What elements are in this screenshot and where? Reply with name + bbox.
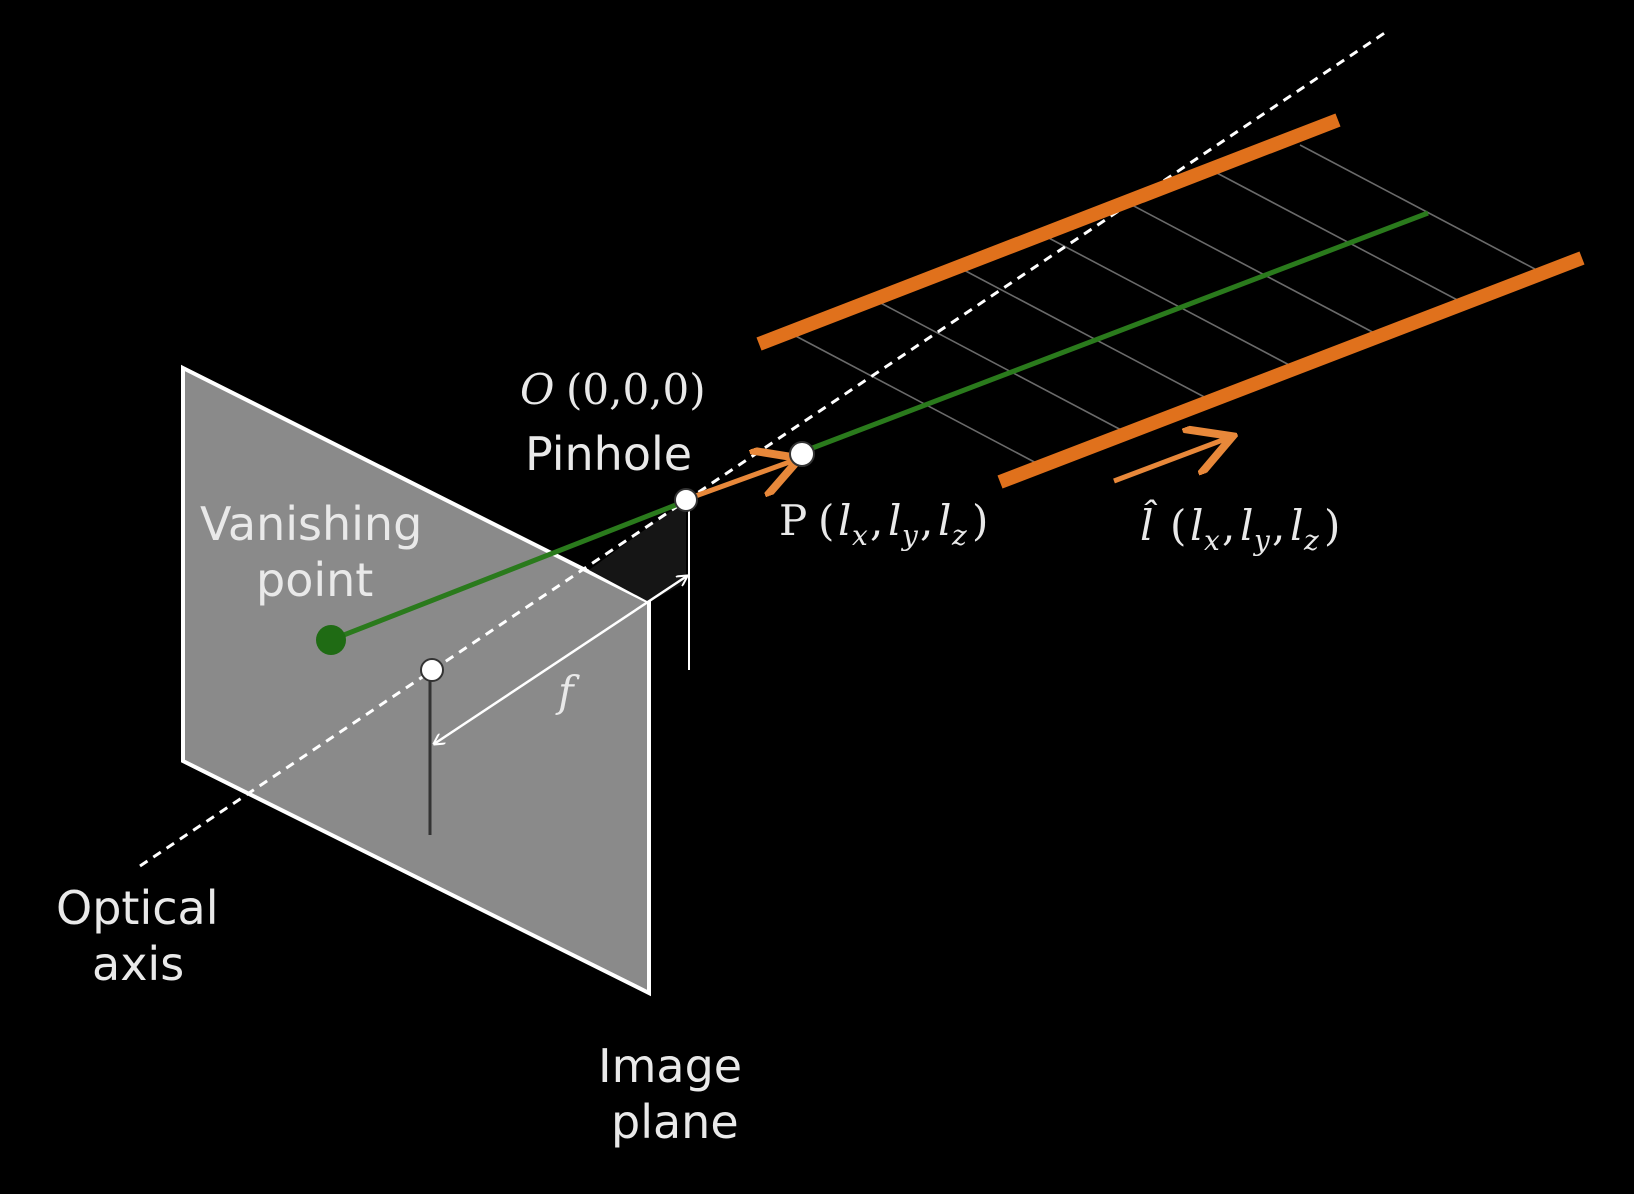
principal-point-dot bbox=[420, 658, 444, 682]
point-p-symbol: P bbox=[779, 496, 807, 545]
paren-close: ) bbox=[972, 496, 988, 545]
grid-rung bbox=[959, 267, 1211, 401]
direction-arrow-pinhole bbox=[689, 460, 795, 501]
grid-rung bbox=[874, 299, 1126, 433]
point-p-dot bbox=[789, 441, 815, 467]
grid-rung bbox=[789, 332, 1041, 466]
direction-symbol: l̂ bbox=[1140, 498, 1158, 550]
image-plane-label-line2: plane bbox=[611, 1095, 739, 1149]
sub-x: x bbox=[852, 519, 868, 552]
comma: , bbox=[870, 496, 883, 545]
l-symbol: l bbox=[938, 496, 951, 545]
point-p-label: P ( l x , l y , l z ) bbox=[779, 496, 988, 552]
sub-z: z bbox=[1303, 524, 1319, 557]
paren-open: ( bbox=[1170, 501, 1186, 550]
l-symbol: l bbox=[1290, 501, 1303, 550]
rail-lower bbox=[997, 251, 1585, 489]
pinhole-dot bbox=[674, 488, 698, 512]
comma: , bbox=[920, 496, 933, 545]
l-symbol: l bbox=[888, 496, 901, 545]
origin-label: O (0,0,0) bbox=[520, 365, 706, 414]
grid-rung bbox=[1299, 144, 1551, 278]
rail-upper bbox=[756, 113, 1341, 351]
l-symbol: l bbox=[838, 496, 851, 545]
comma: , bbox=[1272, 501, 1285, 550]
pinhole-label: Pinhole bbox=[525, 427, 692, 481]
sub-z: z bbox=[951, 519, 967, 552]
grid-rung bbox=[1214, 171, 1466, 305]
green-parallel-line bbox=[801, 210, 1429, 455]
l-symbol: l bbox=[1190, 501, 1203, 550]
vanishing-point-label-line2: point bbox=[256, 553, 373, 607]
origin-coords: (0,0,0) bbox=[566, 365, 706, 414]
optical-axis bbox=[139, 30, 1387, 868]
vanishing-point-label-line1: Vanishing bbox=[200, 497, 422, 551]
grid-rung bbox=[1129, 203, 1381, 337]
origin-symbol: O bbox=[520, 365, 554, 414]
grid-rung bbox=[1044, 235, 1296, 369]
vanishing-ray bbox=[330, 498, 687, 643]
optical-axis-label-line1: Optical bbox=[56, 881, 218, 935]
image-plane-label-line1: Image bbox=[598, 1039, 742, 1093]
direction-arrow-l bbox=[1113, 438, 1228, 484]
paren-open: ( bbox=[818, 496, 834, 545]
sub-y: y bbox=[900, 519, 919, 552]
optical-axis-label-line2: axis bbox=[92, 937, 184, 991]
comma: , bbox=[1222, 501, 1235, 550]
image-plane bbox=[181, 364, 651, 997]
l-symbol: l bbox=[1240, 501, 1253, 550]
sub-y: y bbox=[1252, 524, 1271, 557]
paren-close: ) bbox=[1324, 501, 1340, 550]
sub-x: x bbox=[1204, 524, 1220, 557]
vanishing-point-dot bbox=[316, 625, 346, 655]
direction-label: l̂ ( l x , l y , l z ) bbox=[1140, 498, 1340, 557]
focal-length-arrow bbox=[434, 576, 687, 744]
grid-rungs bbox=[789, 144, 1551, 466]
